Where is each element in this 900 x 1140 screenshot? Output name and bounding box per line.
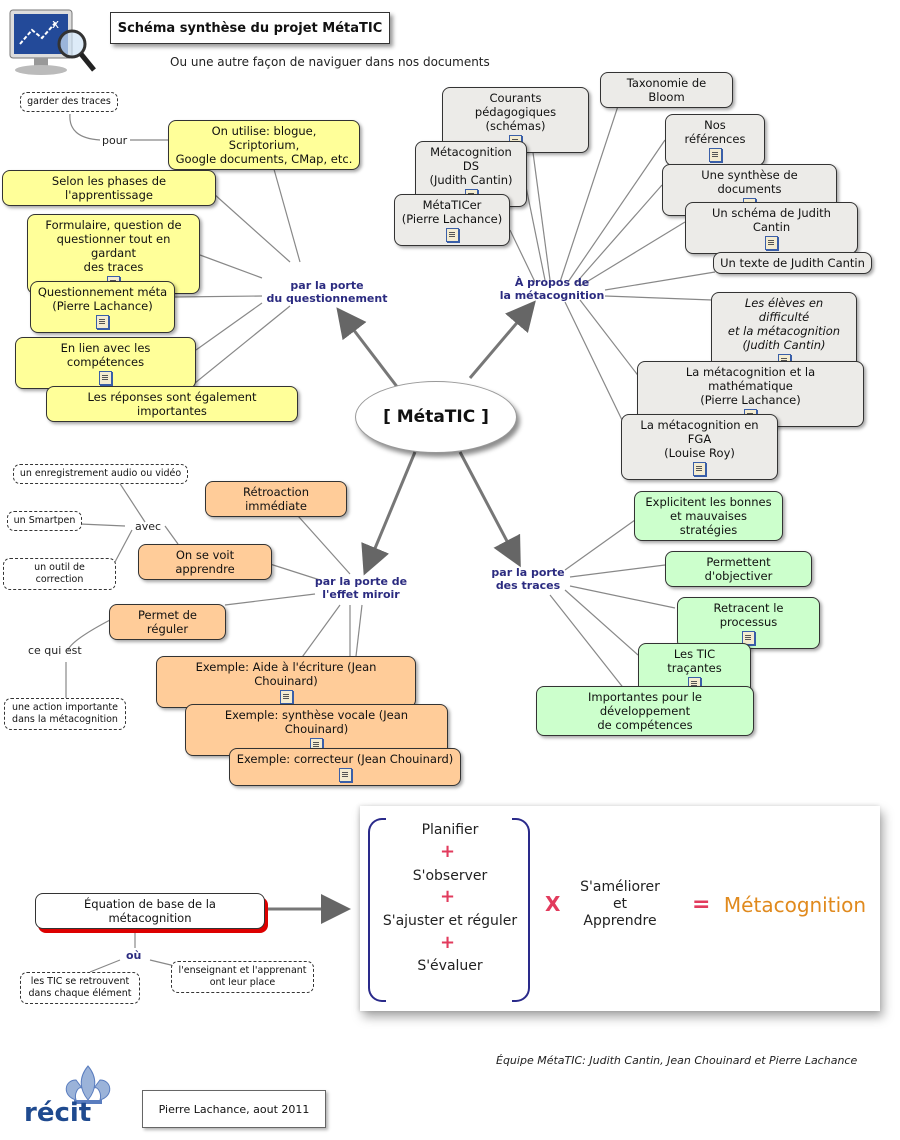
node-retroaction[interactable]: Rétroaction immédiate xyxy=(205,481,347,517)
branch-miroir-label: par la porte de l'effet miroir xyxy=(314,575,408,601)
document-icon[interactable] xyxy=(445,228,459,242)
node-texte-cantin[interactable]: Un texte de Judith Cantin xyxy=(713,252,872,274)
center-node[interactable]: [ MétaTIC ] xyxy=(355,381,517,453)
node-metaticer[interactable]: MétaTICer (Pierre Lachance) xyxy=(394,194,510,246)
node-schema-cantin[interactable]: Un schéma de Judith Cantin xyxy=(685,202,858,254)
document-icon[interactable] xyxy=(765,236,778,250)
node-phases[interactable]: Selon les phases de l'apprentissage xyxy=(2,170,216,206)
node-processus[interactable]: Retracent le processus xyxy=(677,597,820,649)
node-correcteur[interactable]: Exemple: correcteur (Jean Chouinard) xyxy=(229,748,461,786)
node-aide-ecriture[interactable]: Exemple: Aide à l'écriture (Jean Chouina… xyxy=(156,656,416,708)
multiplier-ameliorer: S'améliorer et Apprendre xyxy=(580,879,660,929)
document-icon[interactable] xyxy=(279,690,293,704)
linker-ou: où xyxy=(126,949,142,962)
page-title: Schéma synthèse du projet MétaTIC xyxy=(110,12,390,44)
branch-apropos-label: À propos de la métacognition xyxy=(499,276,605,302)
node-developpement[interactable]: Importantes pour le développement de com… xyxy=(536,686,754,736)
monitor-magnifier-icon: x xyxy=(6,4,98,80)
plus-sign-2: + xyxy=(440,886,456,907)
node-eleves-difficulte[interactable]: Les élèves en difficulté et la métacogni… xyxy=(711,292,857,372)
term-planifier: Planifier xyxy=(421,822,479,838)
node-se-voit-apprendre[interactable]: On se voit apprendre xyxy=(138,544,272,580)
node-formulaire[interactable]: Formulaire, question de questionner tout… xyxy=(27,214,200,294)
node-strategies[interactable]: Explicitent les bonnes et mauvaises stra… xyxy=(634,491,783,541)
logo-text: récit xyxy=(24,1098,92,1128)
aside-enregistrement: un enregistrement audio ou vidéo xyxy=(13,464,188,484)
document-icon[interactable] xyxy=(708,148,722,162)
right-bracket xyxy=(512,818,530,1002)
node-references[interactable]: Nos références xyxy=(665,114,765,166)
equation-box[interactable]: Équation de base de la métacognition xyxy=(35,893,265,929)
linker-pour: pour xyxy=(102,134,128,147)
equation-panel: Planifier + S'observer + S'ajuster et ré… xyxy=(360,806,880,1011)
plus-sign-1: + xyxy=(440,841,456,862)
term-sevaluer: S'évaluer xyxy=(417,958,483,974)
author-box: Pierre Lachance, aout 2011 xyxy=(142,1090,326,1128)
aside-action-importante: une action importante dans la métacognit… xyxy=(4,698,126,730)
aside-outil-correction: un outil de correction xyxy=(3,558,116,590)
node-reguler[interactable]: Permet de réguler xyxy=(109,604,226,640)
node-fga[interactable]: La métacognition en FGA (Louise Roy) xyxy=(621,414,778,480)
recit-logo: récit xyxy=(18,1060,128,1136)
term-sobserver: S'observer xyxy=(412,868,488,884)
times-sign: X xyxy=(545,892,561,916)
equals-sign: = xyxy=(692,892,711,917)
plus-sign-3: + xyxy=(440,932,456,953)
node-outils[interactable]: On utilise: blogue, Scriptorium, Google … xyxy=(168,120,360,170)
branch-questionnement-label: par la porte du questionnement xyxy=(266,279,388,305)
fleur-de-lis-icon xyxy=(65,1065,111,1104)
document-icon[interactable] xyxy=(96,315,109,329)
node-questionnement-meta[interactable]: Questionnement méta (Pierre Lachance) xyxy=(30,281,175,333)
document-icon[interactable] xyxy=(99,371,112,385)
page-subtitle: Ou une autre façon de naviguer dans nos … xyxy=(170,55,490,69)
node-competences[interactable]: En lien avec les compétences xyxy=(15,337,196,389)
svg-text:x: x xyxy=(52,17,59,31)
left-bracket xyxy=(368,818,386,1002)
linker-ce-qui-est: ce qui est xyxy=(28,644,82,657)
document-icon[interactable] xyxy=(693,462,706,476)
result-metacognition: Métacognition xyxy=(723,893,867,917)
node-bloom[interactable]: Taxonomie de Bloom xyxy=(600,72,733,108)
aside-tic-elements: les TIC se retrouvent dans chaque élémen… xyxy=(20,972,140,1004)
aside-smartpen: un Smartpen xyxy=(7,511,82,531)
node-synthese-vocale[interactable]: Exemple: synthèse vocale (Jean Chouinard… xyxy=(185,704,448,756)
term-sajuster: S'ajuster et réguler xyxy=(382,913,518,929)
node-objectiver[interactable]: Permettent d'objectiver xyxy=(665,551,812,587)
credits: Équipe MétaTIC: Judith Cantin, Jean Chou… xyxy=(496,1054,858,1067)
aside-enseignant-apprenant: l'enseignant et l'apprenant ont leur pla… xyxy=(171,961,314,993)
linker-avec: avec xyxy=(135,520,162,533)
aside-garder-traces: garder des traces xyxy=(20,92,118,112)
node-reponses[interactable]: Les réponses sont également importantes xyxy=(46,386,298,422)
branch-traces-label: par la porte des traces xyxy=(491,566,565,592)
document-icon[interactable] xyxy=(338,768,352,782)
